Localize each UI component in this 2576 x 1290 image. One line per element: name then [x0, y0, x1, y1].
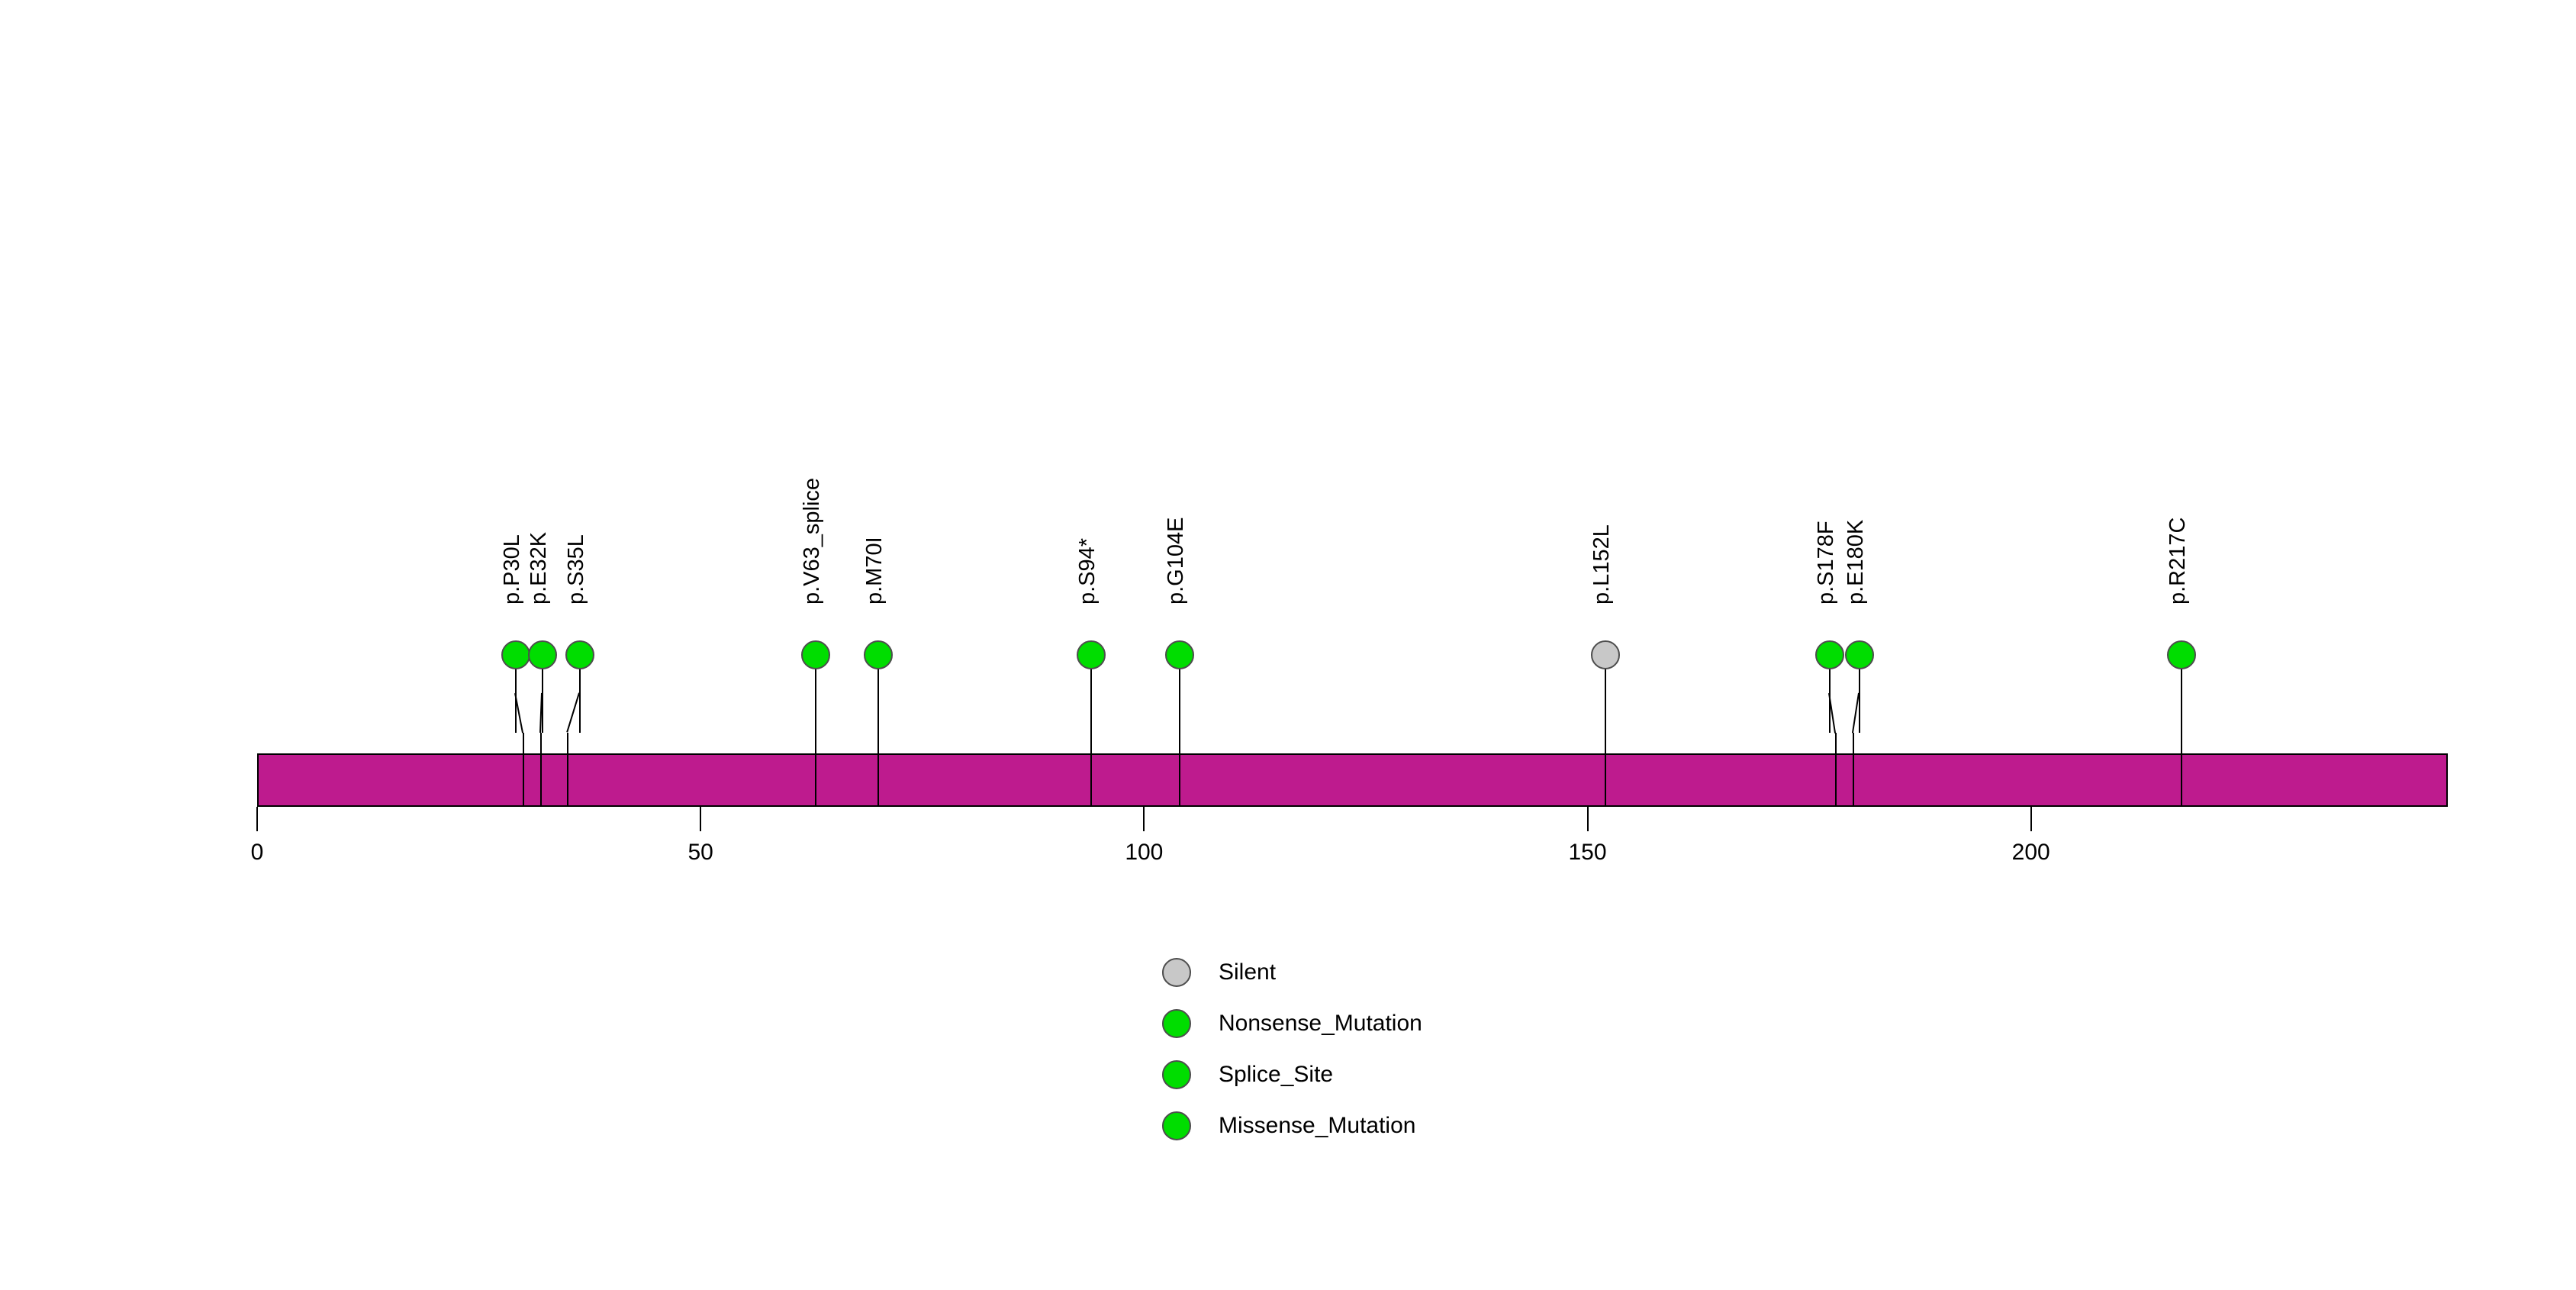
lollipop-stem-lower: [1834, 733, 1837, 807]
axis-tick-mark: [1143, 807, 1145, 831]
lollipop-stem-connector: [565, 692, 580, 733]
legend-label: Missense_Mutation: [1219, 1113, 1416, 1138]
legend-label: Silent: [1219, 959, 1277, 985]
mutation-label: p.S94*: [1074, 537, 1100, 605]
lollipop-head[interactable]: [863, 640, 893, 669]
lollipop-stem-upper: [578, 655, 581, 733]
lollipop-stem-lower: [539, 733, 542, 807]
mutation-label: p.E32K: [526, 531, 551, 605]
lollipop-head[interactable]: [1814, 640, 1844, 669]
lollipop-stem-upper: [2181, 655, 2183, 733]
lollipop-stem-upper: [1090, 655, 1092, 733]
mutation-label: p.V63_splice: [800, 477, 825, 605]
lollipop-stem-lower: [2181, 733, 2183, 807]
legend-swatch-missense_mutation: [1162, 1111, 1191, 1140]
axis-tick-label: 50: [687, 840, 713, 865]
lollipop-head[interactable]: [2167, 640, 2197, 669]
lollipop-stem-upper: [1178, 655, 1180, 733]
axis-tick-mark: [256, 807, 258, 831]
lollipop-stem-lower: [566, 733, 568, 807]
mutation-label: p.S35L: [563, 534, 588, 605]
legend-swatch-silent: [1162, 958, 1191, 987]
mutation-label: p.P30L: [499, 534, 524, 605]
lollipop-head[interactable]: [1076, 640, 1106, 669]
lollipop-stem-lower: [815, 733, 817, 807]
protein-backbone-bar: [257, 753, 2448, 807]
mutation-label: p.G104E: [1163, 517, 1188, 605]
lollipop-stem-lower: [877, 733, 879, 807]
lollipop-head[interactable]: [565, 640, 594, 669]
lollipop-stem-upper: [541, 655, 543, 733]
lollipop-stem-lower: [1090, 733, 1092, 807]
lollipop-stem-upper: [1604, 655, 1606, 733]
mutation-label: p.R217C: [2165, 517, 2191, 605]
lollipop-head[interactable]: [1164, 640, 1194, 669]
legend-item[interactable]: Silent: [1162, 958, 1276, 987]
mutation-label: p.M70I: [861, 537, 887, 605]
mutation-label: p.E180K: [1843, 519, 1869, 605]
lollipop-head[interactable]: [501, 640, 530, 669]
lollipop-stem-upper: [1859, 655, 1861, 733]
legend-item[interactable]: Splice_Site: [1162, 1060, 1333, 1089]
axis-tick-label: 0: [250, 840, 264, 865]
legend-swatch-splice_site: [1162, 1060, 1191, 1089]
lollipop-stem-lower: [1178, 733, 1180, 807]
axis-tick-mark: [2030, 807, 2032, 831]
legend-item[interactable]: Nonsense_Mutation: [1162, 1009, 1422, 1038]
lollipop-head[interactable]: [801, 640, 831, 669]
lollipop-stem-upper: [815, 655, 817, 733]
legend-item[interactable]: Missense_Mutation: [1162, 1111, 1415, 1140]
mutation-label: p.L152L: [1589, 524, 1614, 605]
mutation-label: p.S178F: [1813, 521, 1838, 605]
axis-tick-mark: [700, 807, 702, 831]
axis-tick-label: 150: [1568, 840, 1607, 865]
axis-tick-label: 200: [2011, 840, 2050, 865]
lollipop-stem-upper: [877, 655, 879, 733]
legend-label: Nonsense_Mutation: [1219, 1011, 1422, 1036]
lollipop-head[interactable]: [1845, 640, 1875, 669]
legend-swatch-nonsense_mutation: [1162, 1009, 1191, 1038]
lollipop-head[interactable]: [1590, 640, 1620, 669]
lollipop-stem-lower: [1853, 733, 1855, 807]
axis-tick-label: 100: [1125, 840, 1164, 865]
legend-label: Splice_Site: [1219, 1062, 1334, 1087]
lollipop-head[interactable]: [527, 640, 557, 669]
lollipop-stem-lower: [522, 733, 524, 807]
axis-tick-mark: [1586, 807, 1589, 831]
lollipop-stem-lower: [1604, 733, 1606, 807]
